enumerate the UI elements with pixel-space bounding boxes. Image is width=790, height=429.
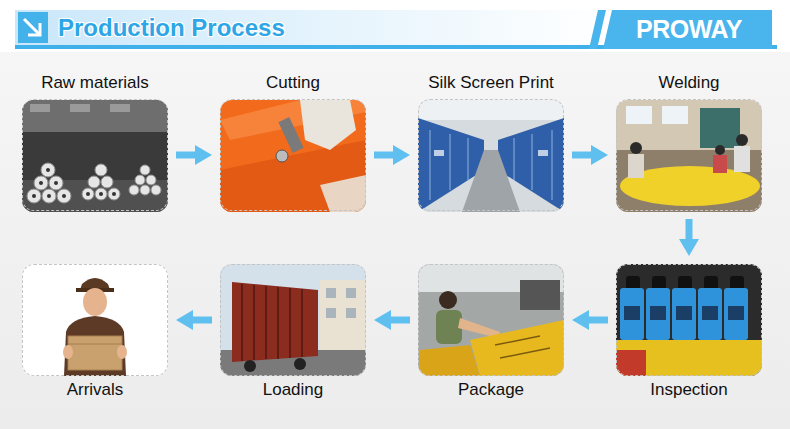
step-label: Cutting [220,72,366,94]
flow-arrow [686,219,693,243]
flow-arrow [189,317,212,324]
photo-frame [22,264,168,376]
flow-arrow [572,152,595,159]
step-label: Inspection [616,379,762,401]
process-step: Cutting [220,72,366,211]
process-step: Welding [616,72,762,211]
process-step: Arrivals [22,264,168,401]
photo-frame [616,264,762,376]
process-step: Package [418,264,564,401]
step-label: Loading [220,379,366,401]
flow-arrow [585,317,608,324]
step-label: Welding [616,72,762,94]
flow-arrow [387,317,410,324]
process-step: Loading [220,264,366,401]
flow-arrow [176,152,199,159]
step-label: Raw materials [22,72,168,94]
photo-frame [220,264,366,376]
photo-frame [22,99,168,211]
photo-frame [220,99,366,211]
page-title: Production Process [58,11,285,45]
brand-logo: PROWAY [606,10,772,49]
photo-frame [616,99,762,211]
flow-arrow [374,152,397,159]
photo-frame [418,264,564,376]
process-step: Inspection [616,264,762,401]
step-label: Arrivals [22,379,168,401]
step-label: Silk Screen Print [418,72,564,94]
process-step: Silk Screen Print [418,72,564,211]
process-step: Raw materials [22,72,168,211]
step-label: Package [418,379,564,401]
photo-frame [418,99,564,211]
